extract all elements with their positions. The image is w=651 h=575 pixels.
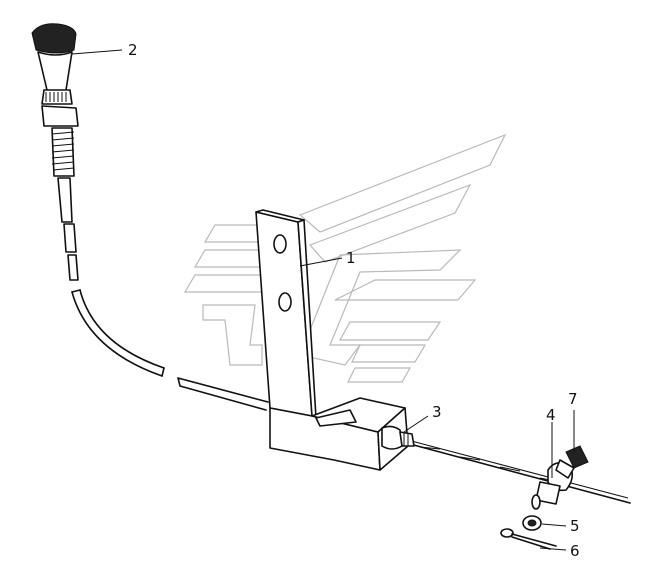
- control-cable: [71, 289, 631, 504]
- leader-lines: [71, 49, 575, 551]
- knob-assembly: [31, 23, 79, 281]
- washer: [522, 515, 542, 531]
- mount-hole-upper: [273, 234, 287, 254]
- callout-2: 2: [128, 41, 138, 59]
- callout-1: 1: [346, 249, 356, 267]
- set-screw: [555, 445, 589, 479]
- callout-4: 4: [546, 406, 556, 424]
- mount-hole-lower: [278, 292, 292, 312]
- callout-6: 6: [570, 542, 580, 560]
- callout-3: 3: [432, 403, 442, 421]
- l-bracket: [255, 209, 409, 471]
- logo-watermark: [183, 133, 507, 383]
- callout-7: 7: [568, 390, 578, 408]
- callout-5: 5: [570, 517, 580, 535]
- cable-nut: [381, 425, 415, 450]
- cotter-pin: [500, 528, 557, 550]
